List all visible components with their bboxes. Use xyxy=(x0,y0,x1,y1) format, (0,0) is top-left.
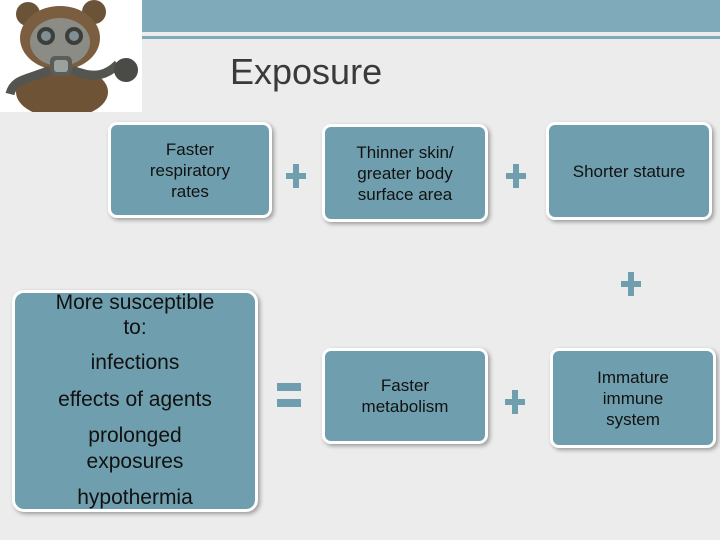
outcome-item: hypothermia xyxy=(77,486,193,509)
outcome-heading: More susceptible to: xyxy=(55,291,215,339)
factor-box-immune: Immature immune system xyxy=(550,348,716,448)
factor-box-skin: Thinner skin/ greater body surface area xyxy=(322,124,488,222)
equals-icon xyxy=(277,383,301,409)
factor-box-respiratory: Faster respiratory rates xyxy=(108,122,272,218)
factor-label: Shorter stature xyxy=(572,161,686,181)
plus-icon xyxy=(621,272,641,296)
header-rule xyxy=(142,36,720,39)
factor-label: Immature immune system xyxy=(597,367,669,429)
factor-box-stature: Shorter stature xyxy=(546,122,712,220)
page-title: Exposure xyxy=(230,51,383,92)
factor-label: Thinner skin/ greater body surface area xyxy=(356,142,454,204)
factor-label: Faster metabolism xyxy=(361,376,449,416)
outcome-item: infections xyxy=(90,351,180,374)
plus-icon xyxy=(286,164,306,188)
outcome-box: More susceptible to: infections effects … xyxy=(12,290,258,512)
outcome-item: prolonged exposures xyxy=(86,424,184,473)
outcome-item: effects of agents xyxy=(58,388,212,411)
factor-label: Faster respiratory rates xyxy=(149,139,231,201)
gas-mask-bear-photo xyxy=(0,0,142,112)
plus-icon xyxy=(505,390,525,414)
header-bar xyxy=(142,0,720,32)
plus-icon xyxy=(506,164,526,188)
factor-box-metabolism: Faster metabolism xyxy=(322,348,488,444)
